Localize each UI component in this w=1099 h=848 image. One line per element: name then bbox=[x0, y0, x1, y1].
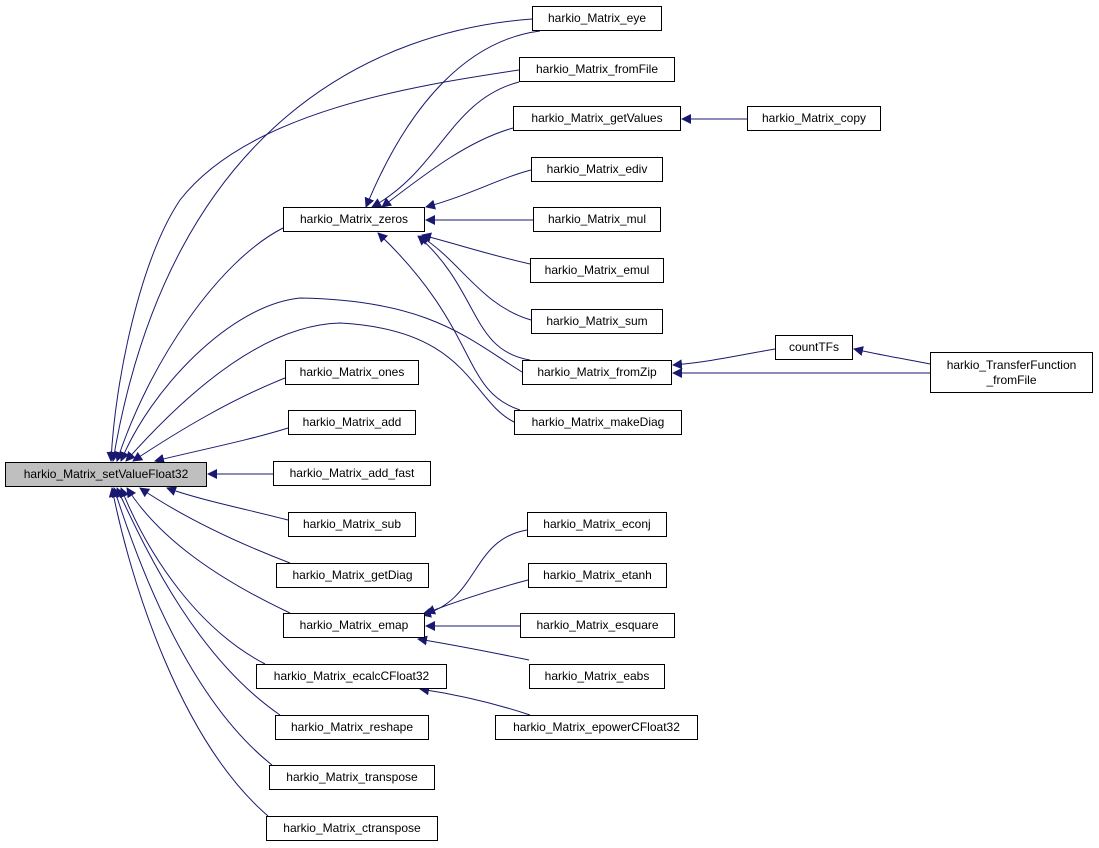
node-eabs[interactable]: harkio_Matrix_eabs bbox=[529, 664, 665, 689]
edge-ediv-to-zeros bbox=[425, 169, 532, 210]
node-zeros[interactable]: harkio_Matrix_zeros bbox=[283, 207, 425, 232]
edge-eabs-to-emap bbox=[417, 635, 530, 661]
node-etanh[interactable]: harkio_Matrix_etanh bbox=[528, 563, 667, 588]
edge-makediag-to-zeros bbox=[377, 232, 521, 411]
node-econj[interactable]: harkio_Matrix_econj bbox=[527, 512, 667, 537]
node-reshape[interactable]: harkio_Matrix_reshape bbox=[275, 715, 429, 740]
node-ediv[interactable]: harkio_Matrix_ediv bbox=[531, 157, 663, 182]
edge-fromfile-to-setvalue bbox=[106, 69, 520, 462]
node-esquare[interactable]: harkio_Matrix_esquare bbox=[520, 613, 675, 638]
edge-epower-to-ecalc bbox=[419, 685, 531, 716]
edge-getvalues-to-zeros bbox=[381, 127, 514, 208]
edge-zeros-to-setvalue bbox=[115, 227, 284, 462]
node-getvalues[interactable]: harkio_Matrix_getValues bbox=[513, 106, 681, 131]
node-makediag[interactable]: harkio_Matrix_makeDiag bbox=[514, 410, 682, 435]
edge-sum-to-zeros bbox=[419, 235, 532, 321]
node-setvaluefloat32[interactable]: harkio_Matrix_setValueFloat32 bbox=[5, 462, 207, 487]
node-add[interactable]: harkio_Matrix_add bbox=[288, 410, 416, 435]
node-ctranspose[interactable]: harkio_Matrix_ctranspose bbox=[266, 816, 438, 841]
edge-fromzip-to-zeros bbox=[417, 235, 531, 361]
edge-reshape-to-setvalue bbox=[116, 487, 281, 716]
node-sub[interactable]: harkio_Matrix_sub bbox=[288, 512, 416, 537]
node-sum[interactable]: harkio_Matrix_sum bbox=[531, 309, 663, 334]
edge-ones-to-setvalue bbox=[132, 377, 286, 462]
edge-tf-to-counttfs bbox=[853, 346, 931, 365]
edge-sub-to-setvalue bbox=[166, 486, 289, 521]
node-eye[interactable]: harkio_Matrix_eye bbox=[532, 6, 662, 31]
edge-transpose-to-setvalue bbox=[111, 487, 273, 766]
edge-etanh-to-emap bbox=[425, 579, 529, 615]
node-fromfile[interactable]: harkio_Matrix_fromFile bbox=[519, 57, 675, 82]
node-ones[interactable]: harkio_Matrix_ones bbox=[285, 360, 419, 385]
node-emul[interactable]: harkio_Matrix_emul bbox=[530, 258, 664, 283]
node-copy[interactable]: harkio_Matrix_copy bbox=[747, 106, 881, 131]
node-transferfunction-line1: harkio_TransferFunction bbox=[946, 357, 1077, 372]
edge-fromfile-to-zeros bbox=[371, 81, 520, 208]
node-transferfunction-fromfile[interactable]: harkio_TransferFunction _fromFile bbox=[930, 352, 1093, 393]
edge-counttfs-to-fromzip bbox=[672, 348, 776, 370]
node-getdiag[interactable]: harkio_Matrix_getDiag bbox=[276, 563, 429, 588]
edge-makediag-to-setvalue bbox=[125, 322, 515, 462]
edge-econj-to-emap bbox=[421, 529, 528, 618]
node-mul[interactable]: harkio_Matrix_mul bbox=[533, 207, 661, 232]
node-fromzip[interactable]: harkio_Matrix_fromZip bbox=[522, 360, 672, 385]
edge-ecalc-to-setvalue bbox=[119, 487, 266, 665]
edge-emul-to-zeros bbox=[421, 232, 531, 265]
node-add-fast[interactable]: harkio_Matrix_add_fast bbox=[273, 461, 431, 486]
edge-getdiag-to-setvalue bbox=[139, 487, 291, 564]
edge-fromzip-to-setvalue bbox=[119, 297, 523, 462]
edge-ctranspose-to-setvalue bbox=[108, 487, 269, 817]
edge-add-to-setvalue bbox=[154, 427, 289, 464]
node-emap[interactable]: harkio_Matrix_emap bbox=[283, 613, 425, 638]
node-ecalccfloat32[interactable]: harkio_Matrix_ecalcCFloat32 bbox=[256, 664, 447, 689]
node-transferfunction-line2: _fromFile bbox=[986, 372, 1037, 387]
node-counttfs[interactable]: countTFs bbox=[775, 335, 853, 360]
node-epowercfloat32[interactable]: harkio_Matrix_epowerCFloat32 bbox=[495, 715, 698, 740]
edge-eye-to-setvalue bbox=[109, 18, 533, 462]
edge-eye-to-zeros bbox=[364, 30, 541, 208]
node-transpose[interactable]: harkio_Matrix_transpose bbox=[269, 765, 435, 790]
edge-emap-to-setvalue bbox=[126, 487, 291, 614]
